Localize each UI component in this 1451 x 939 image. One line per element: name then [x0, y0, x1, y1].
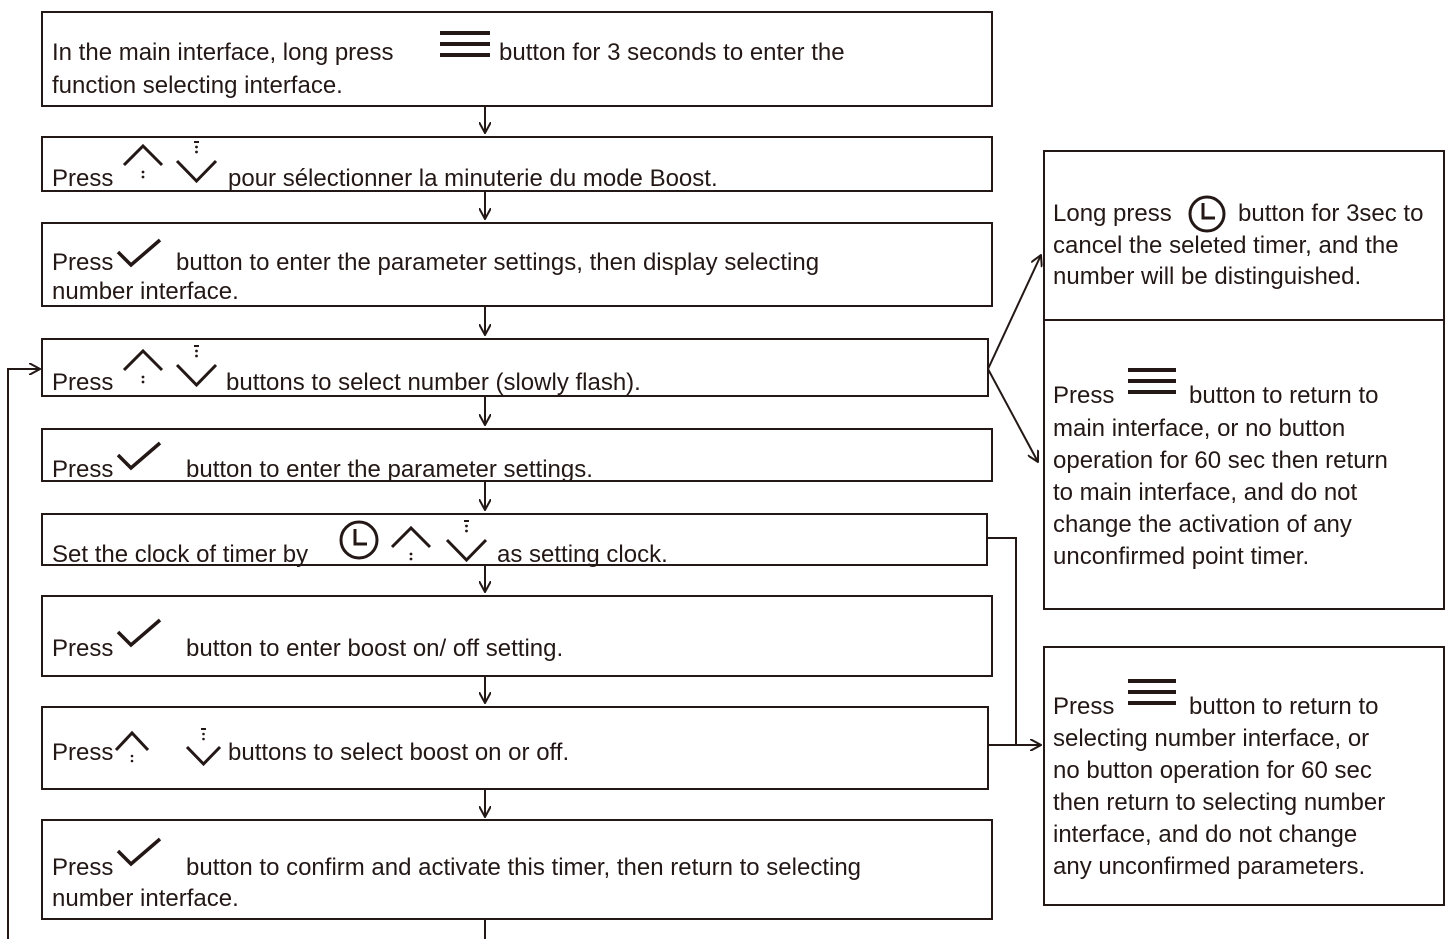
- menu-icon: [1128, 367, 1178, 397]
- menu-icon: [440, 30, 492, 60]
- check-icon: [116, 441, 162, 471]
- cancel-text-1a: Long press: [1053, 200, 1172, 227]
- return-main-text-1a: Press: [1053, 382, 1115, 409]
- step-1-text-b: button for 3 seconds to enter the: [499, 39, 845, 66]
- step-7-text-a: Press: [52, 635, 114, 662]
- step-box-2: [41, 136, 993, 192]
- branch-arrow-cancel: [987, 255, 1041, 370]
- clock-icon: [338, 519, 380, 561]
- side-box-main: [1043, 150, 1445, 610]
- return-main-text-3: operation for 60 sec then return: [1053, 447, 1388, 474]
- step-9-text-c: number interface.: [52, 885, 239, 912]
- cancel-text-2: cancel the seleted timer, and the: [1053, 232, 1399, 259]
- step-box-9: [41, 819, 993, 920]
- return-select-text-3: no button operation for 60 sec: [1053, 757, 1372, 784]
- check-icon: [116, 618, 162, 648]
- step-box-5: [41, 428, 993, 482]
- step-9-text-b: button to confirm and activate this time…: [186, 854, 862, 881]
- up-icon: [390, 523, 434, 563]
- cancel-text-3: number will be distinguished.: [1053, 263, 1362, 290]
- return-select-text-2: selecting number interface, or: [1053, 725, 1370, 752]
- step-2-text-a: Press: [52, 165, 114, 192]
- step-2-text-b: pour sélectionner la minuterie du mode B…: [228, 165, 718, 192]
- step-3-text-a: Press: [52, 249, 114, 276]
- return-select-text-1a: Press: [1053, 693, 1115, 720]
- up-icon: [122, 141, 166, 181]
- step-box-4: [41, 338, 989, 397]
- clock-icon: [1187, 194, 1227, 234]
- return-main-text-6: unconfirmed point timer.: [1053, 543, 1310, 570]
- cancel-text-1b: button for 3sec to: [1238, 200, 1424, 227]
- check-icon: [116, 238, 162, 268]
- step-box-3: [41, 222, 993, 307]
- step-4-text-b: buttons to select number (slowly flash).: [226, 369, 641, 396]
- step-1-text-a: In the main interface, long press: [52, 39, 394, 66]
- step-1-text-c: function selecting interface.: [52, 72, 343, 99]
- step-9-text-a: Press: [52, 854, 114, 881]
- menu-icon: [1128, 678, 1178, 708]
- return-select-text-5: interface, and do not change: [1053, 821, 1358, 848]
- branch-arrow-return-main: [987, 368, 1038, 462]
- step-5-text-b: button to enter the parameter settings.: [186, 456, 593, 483]
- step-box-8: [41, 706, 989, 790]
- step-box-6: [41, 513, 988, 566]
- return-select-text-4: then return to selecting number: [1053, 789, 1386, 816]
- loop-back-line: [7, 369, 40, 939]
- step-3-text-b: button to enter the parameter settings, …: [176, 249, 820, 276]
- step-6-text-a: Set the clock of timer by: [52, 541, 309, 568]
- return-main-text-4: to main interface, and do not: [1053, 479, 1358, 506]
- step-box-1: [41, 11, 993, 107]
- step-7-text-b: button to enter boost on/ off setting.: [186, 635, 564, 662]
- step-4-text-a: Press: [52, 369, 114, 396]
- return-main-text-5: change the activation of any: [1053, 511, 1352, 538]
- side-box-return-select: [1043, 646, 1445, 906]
- return-select-text-6: any unconfirmed parameters.: [1053, 853, 1366, 880]
- step-6-text-b: as setting clock.: [497, 541, 668, 568]
- up-icon: [122, 346, 166, 386]
- down-icon: [444, 519, 490, 563]
- side-box-divider: [1043, 319, 1445, 321]
- check-icon: [116, 837, 162, 867]
- branch-arrow-return-select: [988, 537, 1017, 745]
- step-8-text-b: buttons to select boost on or off.: [228, 739, 570, 766]
- return-main-text-2: main interface, or no button: [1053, 415, 1346, 442]
- down-icon: [174, 140, 220, 184]
- step-5-text-a: Press: [52, 456, 114, 483]
- step-3-text-c: number interface.: [52, 278, 239, 305]
- down-icon: [174, 344, 220, 388]
- return-select-text-1b: button to return to: [1189, 693, 1379, 720]
- down-icon: [184, 727, 224, 767]
- up-icon: [114, 728, 152, 766]
- step-box-7: [41, 595, 993, 677]
- step-8-text-a: Press: [52, 739, 114, 766]
- return-main-text-1b: button to return to: [1189, 382, 1379, 409]
